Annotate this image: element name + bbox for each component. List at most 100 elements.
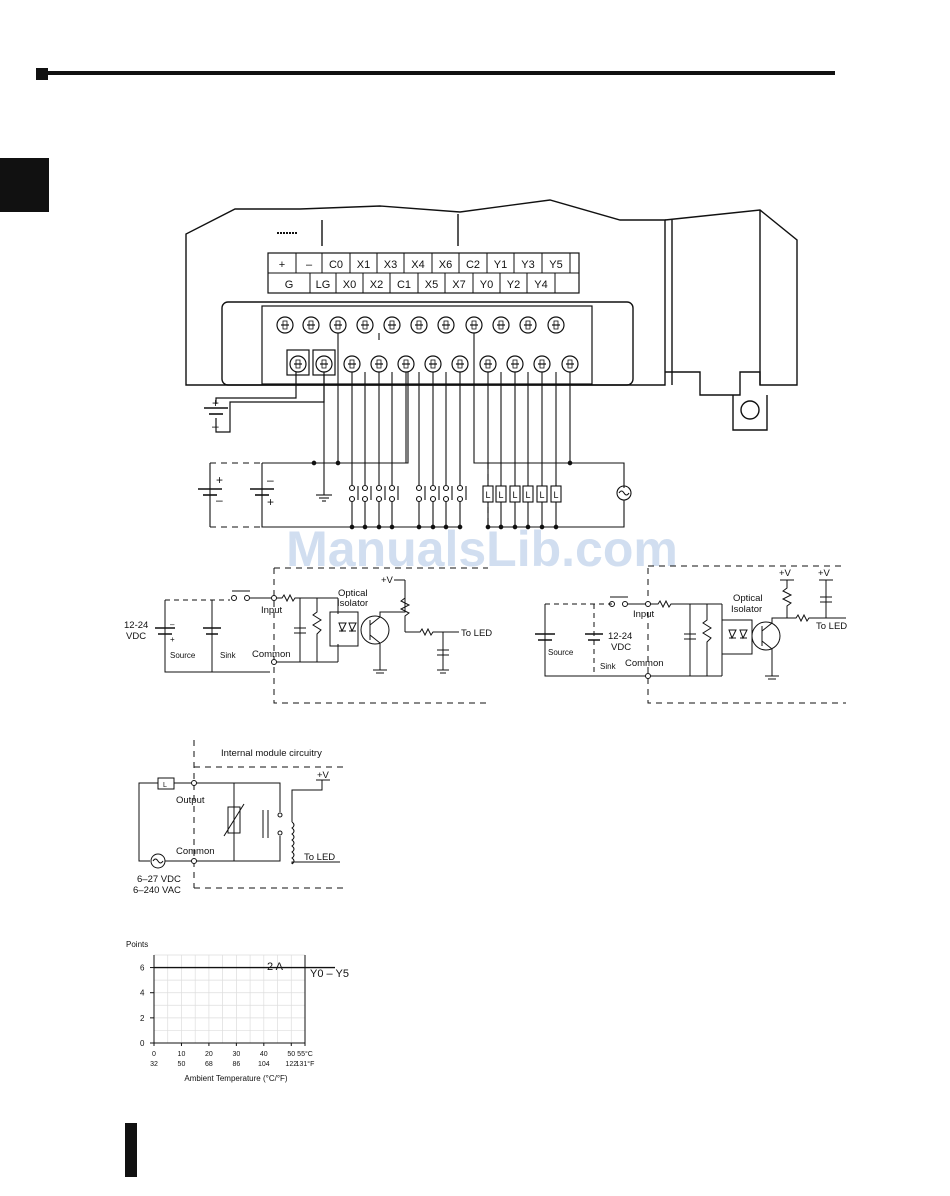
source-label-right: Source [548, 648, 574, 657]
relay-to-led-label: To LED [304, 852, 335, 863]
footer-tab [125, 1123, 137, 1177]
screw-head [416, 320, 422, 330]
terminal-label-top: C0 [329, 259, 343, 271]
relay-output-circuit [138, 740, 346, 889]
isolator-label: Isolator [337, 598, 368, 609]
screw-head [498, 320, 504, 330]
voltage-right-line1: 12-24 [608, 631, 632, 642]
chapter-tab [0, 158, 49, 212]
screw-head [430, 359, 436, 369]
supply-sign: – [267, 473, 274, 487]
y-tick-label: 2 [140, 1014, 145, 1023]
terminal-label-bottom: Y2 [507, 279, 520, 291]
supply-sign: – [216, 493, 223, 507]
to-led-label: To LED [461, 628, 492, 639]
terminal-label-top: – [306, 259, 313, 271]
x-tick-label-f: 131°F [296, 1060, 315, 1068]
optical-label-right: Optical [733, 593, 763, 604]
x-tick-label-c: 30 [232, 1051, 240, 1058]
series-label: Y0 – Y5 [310, 968, 349, 980]
screw-head [308, 320, 314, 330]
vplus-label-right-2: +V [818, 568, 831, 579]
x-tick-label-f: 50 [178, 1061, 186, 1068]
voltage-label-line1: 12-24 [124, 620, 148, 631]
x-tick-label-f: 86 [232, 1061, 240, 1068]
relay-load-label: L [163, 782, 167, 789]
sink-source-input-labels: 12-24 VDC Source Sink Input Common Optic… [124, 575, 492, 660]
terminal-label-top: X4 [411, 259, 424, 271]
x-tick-label-c: 10 [178, 1051, 186, 1058]
screw-head [485, 359, 491, 369]
sink-label-right: Sink [600, 662, 617, 671]
x-tick-label-f: 122 [285, 1061, 297, 1068]
terminal-label-bottom: X7 [452, 279, 465, 291]
screw-head [335, 320, 341, 330]
isolator-label-right: Isolator [731, 604, 762, 615]
internal-circuitry-label: Internal module circuitry [221, 748, 322, 759]
source-input-circuit [535, 565, 846, 704]
screw-head [553, 320, 559, 330]
voltage-label-line2: VDC [126, 631, 146, 642]
vplus-label: +V [381, 575, 394, 586]
output-label: Output [176, 795, 205, 806]
load-letter: L [498, 490, 503, 500]
screw-head [471, 320, 477, 330]
screw-head [457, 359, 463, 369]
screw-head [389, 320, 395, 330]
to-led-label-right: To LED [816, 621, 847, 632]
source-label: Source [170, 651, 196, 660]
terminal-label-top: Y5 [549, 259, 562, 271]
screw-head [362, 320, 368, 330]
source-input-labels: Source Sink Input Common 12-24 VDC Optic… [548, 568, 847, 671]
x-tick-label-c: 55°C [297, 1050, 313, 1058]
terminal-label-bottom: Y0 [480, 279, 493, 291]
plus-label: + [170, 635, 175, 644]
common-label-right: Common [625, 658, 664, 669]
voltage-right-line2: VDC [611, 642, 631, 653]
relay-output-labels: Internal module circuitry +V Output Comm… [133, 748, 335, 896]
terminal-label-bottom: X5 [425, 279, 438, 291]
x-tick-label-c: 40 [260, 1051, 268, 1058]
terminal-label-bottom: LG [316, 279, 331, 291]
supply-plus: + [212, 396, 219, 410]
x-tick-label-c: 20 [205, 1051, 213, 1058]
relay-common-label: Common [176, 846, 215, 857]
terminal-label-top: X1 [357, 259, 370, 271]
terminal-label-bottom: C1 [397, 279, 411, 291]
chart-xlabel: Ambient Temperature (°C/°F) [184, 1074, 288, 1083]
screw-head [295, 359, 301, 369]
relay-vplus-label: +V [317, 770, 330, 781]
minus-label: – [170, 620, 175, 629]
input-label: Input [261, 605, 282, 616]
sink-label: Sink [220, 651, 237, 660]
watermark: ManualsLib.com [286, 521, 678, 577]
y-tick-label: 0 [140, 1039, 145, 1048]
terminal-label-top: + [279, 259, 285, 271]
optical-label: Optical [338, 588, 368, 599]
x-tick-label-f: 32 [150, 1061, 158, 1068]
screw-head [512, 359, 518, 369]
screw-head [525, 320, 531, 330]
terminal-label-top: X6 [439, 259, 452, 271]
screw-head [376, 359, 382, 369]
terminal-label-top: C2 [466, 259, 480, 271]
supply-sign: + [267, 495, 274, 509]
terminal-label-bottom: X2 [370, 279, 383, 291]
terminal-label-bottom: G [285, 279, 294, 291]
terminal-label-top: X3 [384, 259, 397, 271]
supply-minus: – [212, 419, 219, 433]
x-tick-label-f: 68 [205, 1061, 213, 1068]
y-tick-label: 6 [140, 964, 145, 973]
terminal-label-bottom: X0 [343, 279, 356, 291]
screw-head [403, 359, 409, 369]
common-label: Common [252, 649, 291, 660]
load-letter: L [525, 490, 530, 500]
y-tick-label: 4 [140, 989, 145, 998]
current-rating-label: 2 A [267, 961, 284, 973]
x-tick-label-f: 104 [258, 1061, 270, 1068]
supply-sign: + [216, 473, 223, 487]
terminal-label-top: Y3 [521, 259, 534, 271]
